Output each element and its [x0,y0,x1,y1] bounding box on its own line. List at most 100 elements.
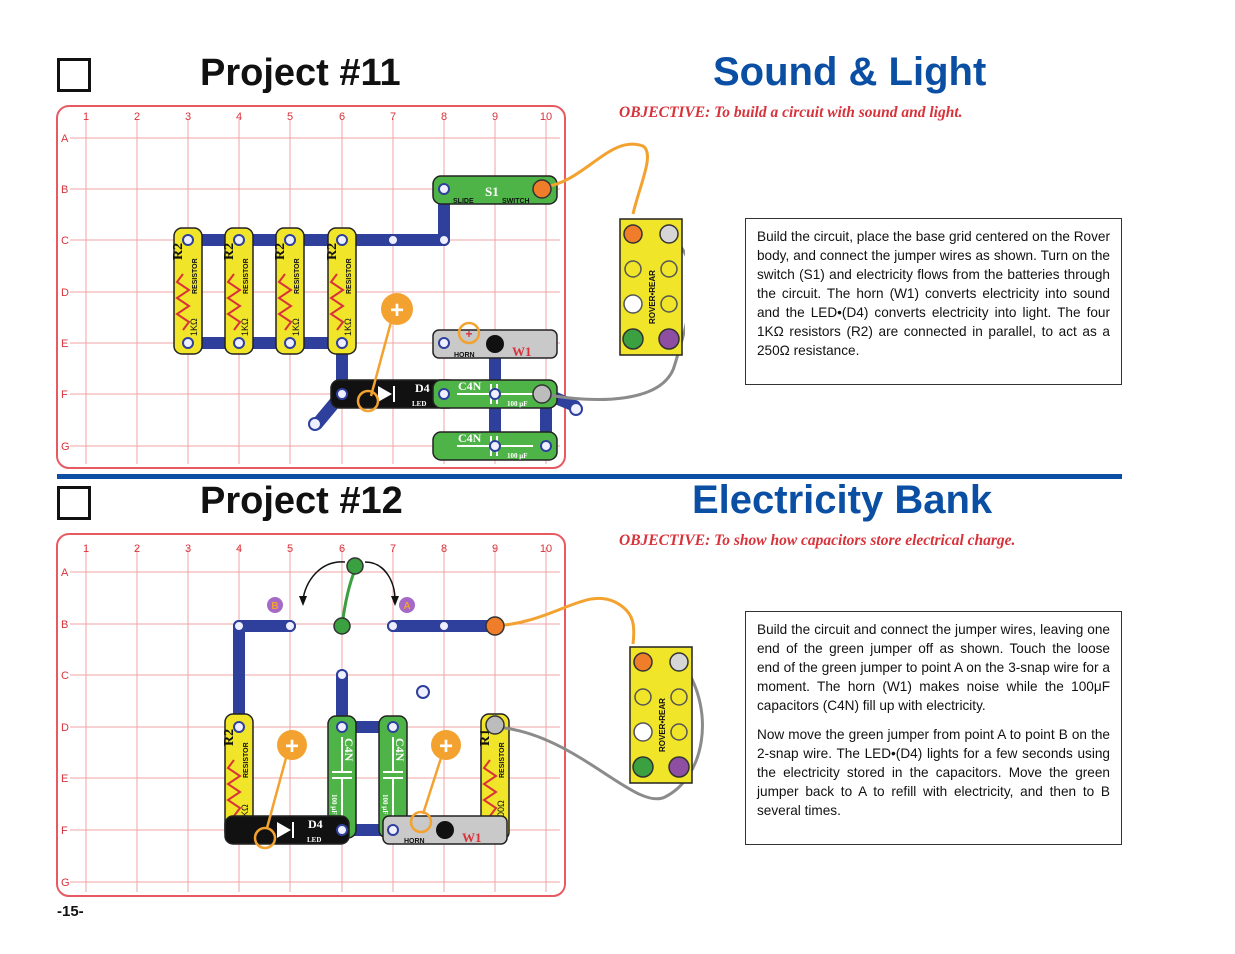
capacitor-2: C4N 100 μF [378,715,408,839]
horn-code: W1 [512,344,532,359]
project-11-circuit-diagram: 1 2 3 4 5 6 7 8 9 10 A B C D E F G [56,105,685,469]
grid-row-label: F [61,389,68,401]
plus-sign: + [439,733,453,760]
grid-col-label: 6 [339,111,345,123]
description-paragraph: Build the circuit, place the base grid c… [757,229,1110,358]
project-11-description: Build the circuit, place the base grid c… [745,218,1122,385]
project-11-title: Project #11 [200,52,401,94]
switch-word-b: SWITCH [502,198,530,205]
grid-col-label: 7 [390,111,396,123]
grid-row-label: G [61,441,70,453]
snap-studs [182,183,583,452]
grid-row-label: B [61,619,68,631]
horn: HORN W1 [432,329,558,359]
rover-battery-panel: ROVER•REAR [629,646,693,784]
grid-col-label: 10 [540,111,552,123]
resistor-code: R1 [478,729,493,746]
plus-sign: + [390,297,404,324]
resistor-code: R2 [325,243,340,260]
grid-row-label: A [61,567,69,579]
resistor-value: 100Ω [496,800,506,822]
resistor-word: RESISTOR [346,258,353,294]
led-code: D4 [308,817,323,831]
grid-col-label: 8 [441,111,447,123]
capacitor-code: C4N [342,738,356,762]
jumper-wires [532,142,685,404]
jumper-wires [485,596,704,801]
horn-word: HORN [454,352,475,359]
grid-col-label: 2 [134,543,140,555]
project-12-title: Project #12 [200,480,403,522]
resistor-code: R2 [222,729,237,746]
section-divider [57,474,1122,479]
capacitor-code: C4N [458,379,482,393]
grid-row-label: C [61,670,69,682]
resistor-3: R2 RESISTOR 1KΩ [273,227,305,355]
grid-col-label: 3 [185,111,191,123]
resistor-r1: R1 RESISTOR 100Ω [478,713,510,841]
project-11-topic: Sound & Light [713,50,987,94]
resistor-value: 1KΩ [240,318,250,336]
resistor-4: R2 RESISTOR 1KΩ [325,227,357,355]
grid-col-label: 3 [185,543,191,555]
resistor-word: RESISTOR [243,258,250,294]
grid-row-label: C [61,235,69,247]
capacitor-value: 100 μF [381,794,389,815]
grid-row-label: B [61,184,68,196]
resistor-value: 1KΩ [291,318,301,336]
resistor-value: 1KΩ [189,318,199,336]
grid-col-label: 7 [390,543,396,555]
resistor-code: R2 [171,243,186,260]
point-b-label: B [271,601,278,612]
grid-col-label: 4 [236,111,242,123]
led-word: LED [412,400,426,408]
grid-col-label: 9 [492,543,498,555]
switch-word-a: SLIDE [453,198,474,205]
description-paragraph: Now move the green jumper from point A t… [757,727,1110,818]
grid-col-label: 10 [540,543,552,555]
resistor-r2: R2 RESISTOR 1KΩ [222,713,254,841]
grid-col-label: 1 [83,111,89,123]
resistor-word: RESISTOR [499,742,506,778]
grid-board: 1 2 3 4 5 6 7 8 9 10 A B C D E F G [56,105,566,469]
project-12-objective: OBJECTIVE: To show how capacitors store … [619,532,1016,549]
point-a-label: A [403,601,410,612]
capacitor-code: C4N [458,431,482,445]
project-11-checkbox[interactable] [57,58,91,92]
led: D4 LED [330,379,458,409]
resistor-2: R2 RESISTOR 1KΩ [222,227,254,355]
capacitor-code: C4N [393,738,407,762]
rover-label: ROVER•REAR [648,270,657,324]
resistor-value: 1KΩ [343,318,353,336]
led-word: LED [307,836,321,844]
led: D4 LED [224,815,350,845]
polarity-markers: + + [356,293,481,413]
point-markers: B A [267,597,415,613]
grid-row-label: E [61,773,68,785]
grid-col-label: 6 [339,543,345,555]
green-jumper [299,557,399,635]
capacitor-value: 100 μF [507,452,528,460]
horn-code: W1 [462,830,482,845]
switch-code: S1 [485,184,499,199]
capacitor-value: 100 μF [507,400,528,408]
rover-battery-panel: ROVER•REAR [619,218,683,356]
capacitor-value: 100 μF [330,794,338,815]
grid-row-label: D [61,722,69,734]
plus-sign: + [465,327,472,341]
project-12-description: Build the circuit and connect the jumper… [745,611,1122,845]
description-paragraph: Build the circuit and connect the jumper… [757,622,1110,713]
polarity-markers: + + [253,730,461,850]
project-12-checkbox[interactable] [57,486,91,520]
resistor-word: RESISTOR [192,258,199,294]
resistor-1: R2 RESISTOR 1KΩ [171,227,203,355]
resistor-value: 1KΩ [240,804,250,822]
grid-col-label: 4 [236,543,242,555]
grid-col-label: 5 [287,543,293,555]
project-11-objective: OBJECTIVE: To build a circuit with sound… [619,104,963,121]
grid-row-label: D [61,287,69,299]
horn: HORN W1 [382,815,508,845]
grid-col-label: 8 [441,543,447,555]
project-12-circuit-diagram: 1 2 3 4 5 6 7 8 9 10 A B C D E F G R2 [56,533,704,897]
slide-switch: S1 SLIDE SWITCH [432,175,558,205]
